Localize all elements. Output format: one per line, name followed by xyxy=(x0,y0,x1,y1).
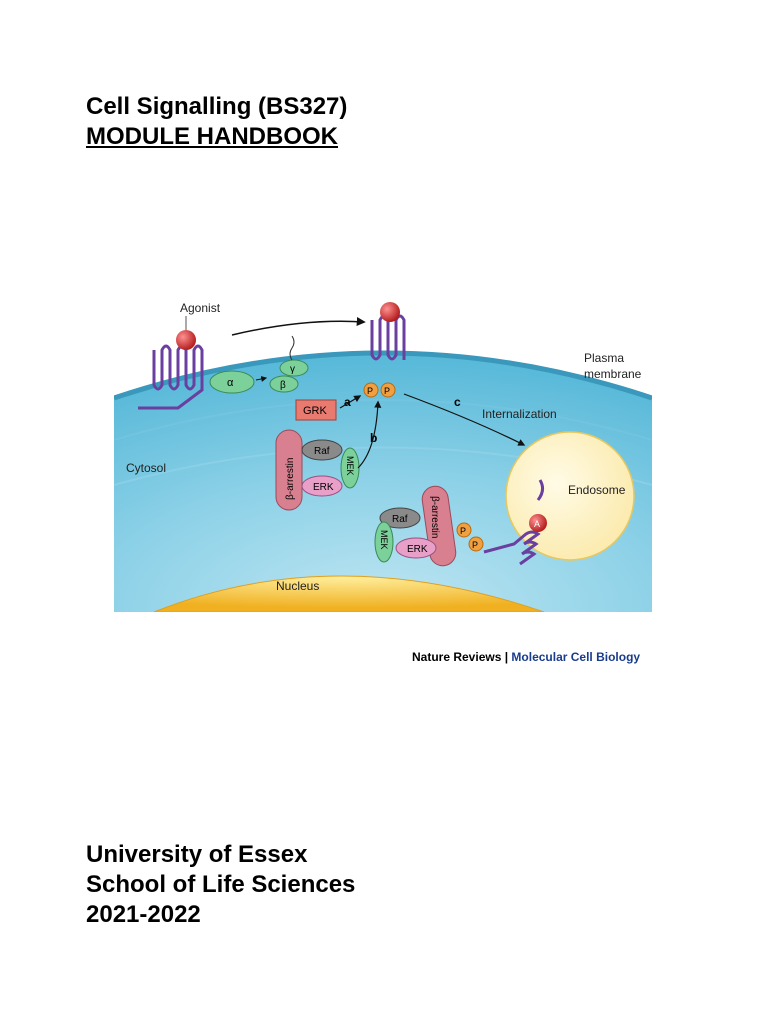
g-alpha-label: α xyxy=(227,377,234,389)
school-name: School of Life Sciences xyxy=(86,871,356,898)
mek-2 xyxy=(374,521,394,563)
erk-1 xyxy=(301,475,343,497)
step-c-label: c xyxy=(454,395,461,409)
membrane-label: membrane xyxy=(584,367,642,381)
phospho-4-label: P xyxy=(472,540,478,550)
g-gamma xyxy=(279,359,309,377)
arrestin-1 xyxy=(275,429,303,511)
cytosol-label: Cytosol xyxy=(126,461,166,475)
phospho-1-label: P xyxy=(367,386,373,396)
agonist-ligand-left xyxy=(176,330,196,350)
mek-1-label: MEK xyxy=(345,456,355,476)
g-beta xyxy=(269,375,299,393)
g-alpha xyxy=(209,370,255,394)
mek-2-label: MEK xyxy=(379,530,389,550)
module-title: Cell Signalling (BS327) xyxy=(86,93,348,120)
raf-2-label: Raf xyxy=(392,514,408,525)
receptor-endosome xyxy=(483,479,545,566)
handbook-heading: MODULE HANDBOOK xyxy=(86,123,338,150)
cell-signalling-diagram: Nucleus Endosome Agonist Plasma membrane… xyxy=(114,301,652,612)
phospho-2 xyxy=(380,382,396,398)
g-gamma-label: γ xyxy=(290,364,295,375)
academic-year: 2021-2022 xyxy=(86,901,201,928)
credit-source: Nature Reviews xyxy=(412,650,502,664)
grk-box xyxy=(295,399,337,421)
figure-credit: Nature Reviews | Molecular Cell Biology xyxy=(412,650,640,664)
nucleus-label: Nucleus xyxy=(276,579,319,593)
phospho-1 xyxy=(363,382,379,398)
arrestin-1-label: β-arrestin xyxy=(285,458,296,500)
agonist-label: Agonist xyxy=(180,301,221,315)
plasma-membrane xyxy=(114,350,652,401)
erk-1-label: ERK xyxy=(313,482,334,493)
g-beta-label: β xyxy=(280,380,286,391)
erk-2 xyxy=(395,537,437,559)
phospho-3 xyxy=(456,522,472,538)
internalization-label: Internalization xyxy=(482,407,557,421)
raf-1-label: Raf xyxy=(314,446,330,457)
phospho-2-label: P xyxy=(384,386,390,396)
raf-2 xyxy=(379,507,421,529)
cytosol-region xyxy=(114,353,652,612)
university-name: University of Essex xyxy=(86,841,308,868)
credit-separator: | xyxy=(501,650,512,664)
step-a-label: a xyxy=(344,395,351,409)
plasma-label: Plasma xyxy=(584,351,624,365)
arrestin-2-label: β-arrestin xyxy=(429,496,440,538)
grk-label: GRK xyxy=(303,405,328,417)
agonist-ligand-endosome xyxy=(529,514,547,532)
phospho-4 xyxy=(468,536,484,552)
credit-journal: Molecular Cell Biology xyxy=(511,650,641,664)
receptor-left xyxy=(138,344,204,410)
mek-1 xyxy=(340,447,360,489)
raf-1 xyxy=(301,439,343,461)
endosome-label: Endosome xyxy=(568,483,626,497)
phospho-3-label: P xyxy=(460,526,466,536)
agonist-endosome-label: A xyxy=(534,519,540,529)
erk-2-label: ERK xyxy=(407,544,428,555)
nucleus xyxy=(153,575,545,612)
agonist-ligand-right xyxy=(380,302,400,322)
